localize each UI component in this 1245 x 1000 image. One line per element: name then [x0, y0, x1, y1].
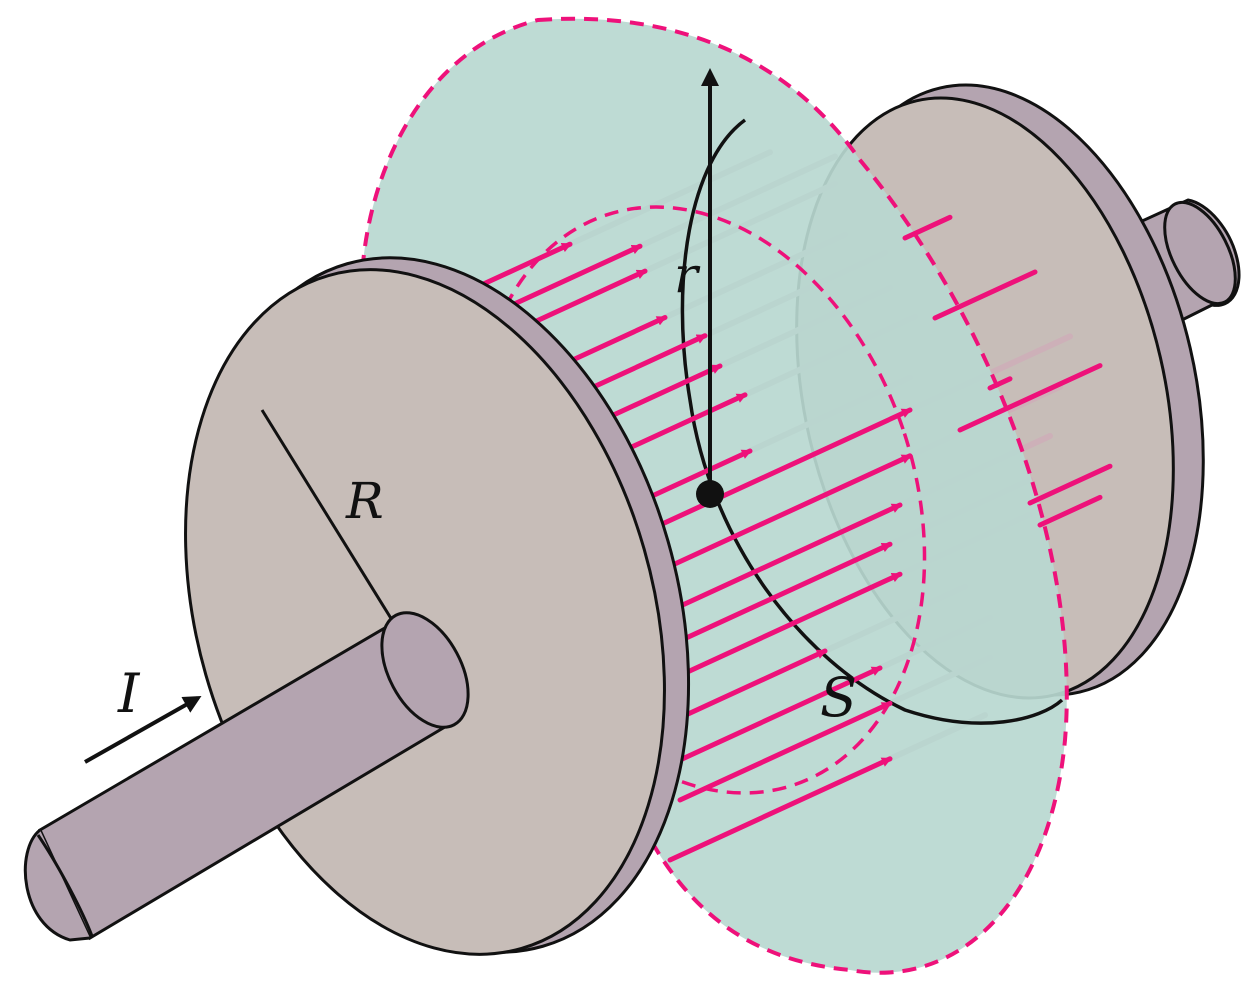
field-line: [647, 502, 903, 623]
label-loop-radius: r: [674, 246, 701, 304]
field-line-exit: [932, 269, 1038, 321]
field-line: [677, 665, 883, 763]
field-line-exit: [957, 363, 1103, 433]
field-line-exit: [902, 214, 953, 241]
field-line-exit: [1037, 494, 1103, 528]
field-line-exit: [1027, 463, 1113, 506]
field-line: [667, 756, 893, 863]
label-current: I: [117, 662, 141, 725]
left-wire: [23, 611, 470, 942]
field-line: [672, 648, 828, 723]
back-plate-outline: [680, 118, 1064, 725]
label-plate-radius: R: [345, 472, 384, 530]
field-line: [637, 453, 913, 583]
field-line-exit: [987, 376, 1013, 391]
field-line: [677, 700, 893, 803]
label-surface: S: [820, 666, 857, 729]
current-arrow-icon: [84, 696, 202, 764]
field-lines: [337, 214, 1113, 863]
field-line: [657, 541, 893, 653]
field-line: [667, 571, 903, 683]
radius-R-line: [260, 409, 394, 621]
center-point: [696, 480, 724, 508]
